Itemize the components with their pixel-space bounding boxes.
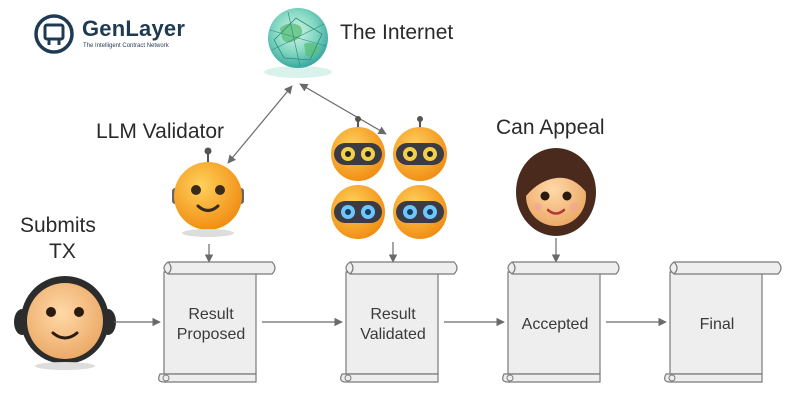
robot-validator-icon (172, 147, 244, 237)
arrow-internet-llm (227, 85, 293, 164)
stage-line1: Result (370, 306, 416, 323)
stage-result-validated: Result Validated (343, 305, 443, 345)
submits-label: Submits (20, 214, 96, 237)
stage-accepted: Accepted (505, 315, 605, 335)
scroll-document-shape (340, 261, 458, 383)
girl-avatar-icon (516, 148, 596, 236)
globe-network-icon (264, 8, 332, 78)
scroll-document-shape (664, 261, 782, 383)
stage-line1: Final (699, 316, 735, 333)
stage-line2: Proposed (176, 326, 246, 343)
tx-label: TX (49, 240, 76, 263)
stage-line1: Accepted (521, 316, 589, 333)
scroll-document-shape (158, 261, 276, 383)
arrow-internet-validators (299, 83, 387, 135)
llm-validator-label: LLM Validator (96, 120, 225, 143)
scroll-document-shape (502, 261, 620, 383)
brand-name: GenLayer (82, 16, 186, 41)
stage-result-proposed: Result Proposed (161, 305, 261, 345)
stage-line2: Validated (360, 326, 426, 343)
genlayer-logo-icon (34, 14, 74, 54)
can-appeal-label: Can Appeal (496, 116, 605, 139)
stage-line1: Result (188, 306, 234, 323)
internet-label: The Internet (340, 21, 454, 44)
robot-group-icon (331, 116, 447, 239)
stage-final: Final (667, 315, 767, 335)
bald-person-avatar (14, 276, 116, 370)
brand-tagline: The Intelligent Contract Network (83, 43, 169, 49)
